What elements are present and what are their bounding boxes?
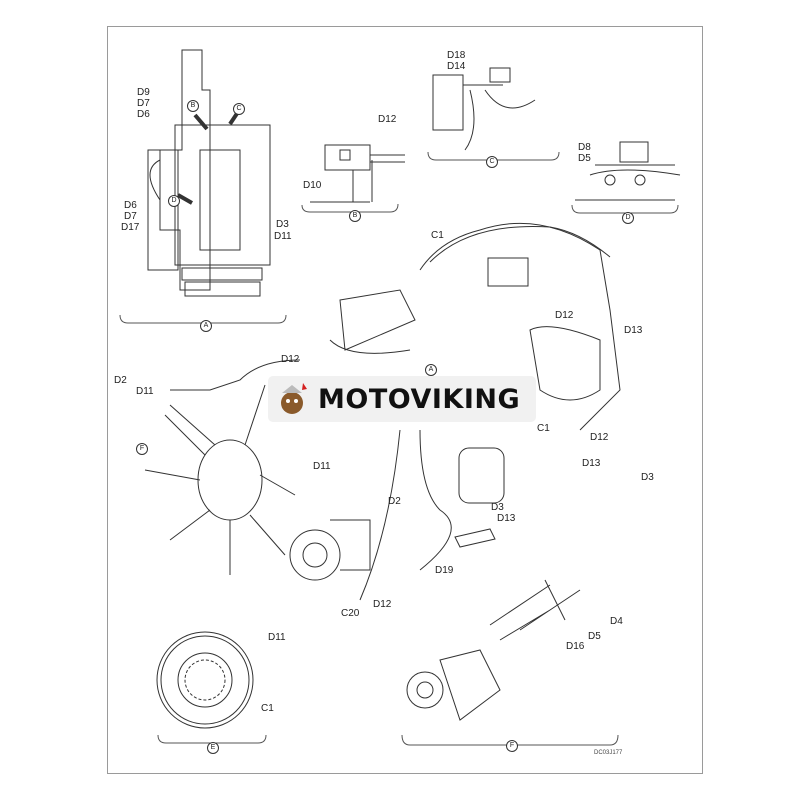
part-label: D11 <box>136 386 154 397</box>
alternator-view-f <box>406 579 581 721</box>
view-marker: E <box>207 742 219 754</box>
part-label: D3 <box>276 219 289 230</box>
part-label: D10 <box>303 180 322 191</box>
part-label: D13 <box>582 458 601 469</box>
connector-view-b <box>310 144 405 203</box>
part-label: D8 <box>578 142 591 153</box>
part-label: D3 <box>641 472 654 483</box>
part-label: D19 <box>435 565 454 576</box>
injector-view-d <box>575 141 681 201</box>
part-label: D17 <box>121 222 140 233</box>
watermark-brand: MOTOVIKING <box>318 383 521 415</box>
part-label: D2 <box>388 496 401 507</box>
part-label: D13 <box>624 325 643 336</box>
part-label: D11 <box>313 461 331 472</box>
view-marker: C <box>233 103 245 115</box>
part-label: D13 <box>497 513 516 524</box>
part-label: D12 <box>373 599 392 610</box>
part-label: D16 <box>566 641 585 652</box>
part-label: D6 <box>137 109 150 120</box>
part-label: D5 <box>578 153 591 164</box>
part-label: D9 <box>137 87 150 98</box>
bracket-d19 <box>454 528 496 548</box>
view-marker: C <box>486 156 498 168</box>
part-label: D3 <box>491 502 504 513</box>
part-label: D2 <box>114 375 127 386</box>
view-marker: A <box>425 364 437 376</box>
part-label: D12 <box>590 432 609 443</box>
part-label: D4 <box>610 616 623 627</box>
view-marker: F <box>136 443 148 455</box>
part-label: C1 <box>431 230 444 241</box>
watermark-banner: MOTOVIKING <box>268 376 536 422</box>
main-engine-assembly <box>170 222 621 601</box>
drawing-code: DC03J177 <box>594 750 623 756</box>
part-label: D7 <box>124 211 137 222</box>
engine-view-a <box>147 49 271 297</box>
part-label: D12 <box>555 310 574 321</box>
view-marker: B <box>187 100 199 112</box>
part-label: D18 <box>447 50 466 61</box>
part-label: C1 <box>537 423 550 434</box>
view-marker: B <box>349 210 361 222</box>
part-label: D11 <box>274 231 292 242</box>
part-label: C1 <box>261 703 274 714</box>
diagram-frame <box>107 26 703 774</box>
part-label: C20 <box>341 608 360 619</box>
part-label: D12 <box>378 114 397 125</box>
view-marker: D <box>168 195 180 207</box>
part-label: D5 <box>588 631 601 642</box>
part-label: D12 <box>281 354 300 365</box>
part-label: D11 <box>268 632 286 643</box>
flywheel-view-e <box>156 631 254 729</box>
part-label: D7 <box>137 98 150 109</box>
view-marker: D <box>622 212 634 224</box>
part-label: D14 <box>447 61 466 72</box>
part-label: D6 <box>124 200 137 211</box>
compressor <box>289 519 371 581</box>
view-marker: A <box>200 320 212 332</box>
relay-view-c <box>432 67 536 151</box>
view-marker: F <box>506 740 518 752</box>
viking-mascot-logo <box>281 383 307 414</box>
fan <box>144 384 296 575</box>
